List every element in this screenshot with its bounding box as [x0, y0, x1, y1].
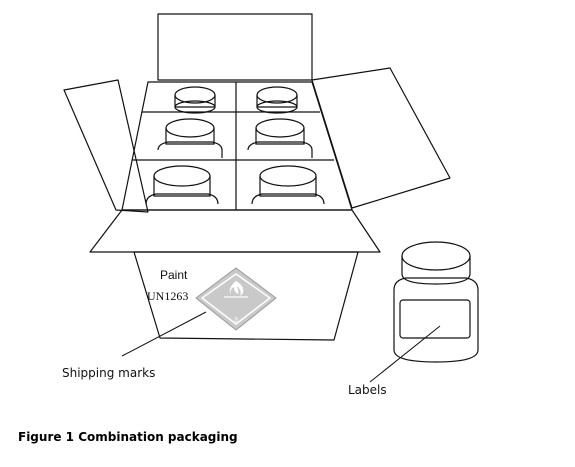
compartment-grid — [121, 81, 353, 211]
product-name-text: Paint — [160, 268, 188, 282]
box-front-face — [133, 251, 359, 341]
box-right-flap — [311, 67, 451, 209]
shipping-marks-label: Shipping marks — [62, 366, 156, 380]
jar-bottom-right — [251, 165, 325, 205]
flammable-liquid-diamond-icon: 3 — [195, 267, 277, 331]
product-label-area — [399, 299, 471, 339]
jar-bottom-left — [145, 165, 219, 205]
box-left-flap — [63, 79, 149, 213]
box-back-flap — [157, 13, 313, 81]
box-front-flap — [89, 209, 381, 253]
labels-callout: Labels — [348, 383, 387, 397]
un-number-text: UN1263 — [147, 289, 188, 303]
shipping-marks-leader — [121, 311, 207, 357]
figure-caption: Figure 1 Combination packaging — [18, 430, 238, 444]
standalone-jar — [393, 241, 479, 363]
jar-mid-left — [157, 118, 223, 158]
jar-top-left — [174, 86, 216, 114]
jar-mid-right — [247, 118, 313, 158]
labels-leader — [369, 325, 441, 383]
hazard-class-number: 3 — [234, 317, 238, 324]
jar-top-right — [256, 86, 298, 114]
flame-icon — [229, 281, 244, 296]
inner-jars — [145, 86, 325, 205]
